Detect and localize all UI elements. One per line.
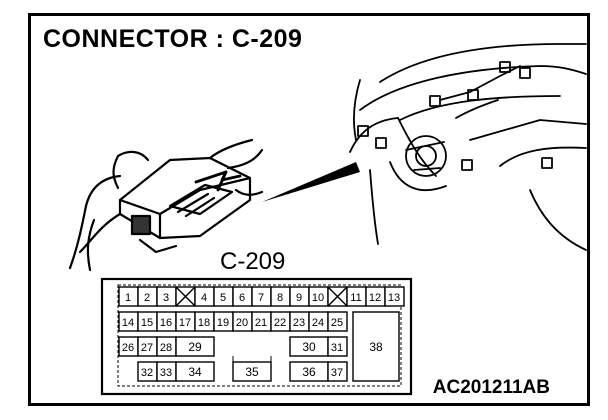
pin-label: 22: [274, 317, 286, 329]
pin-label: 20: [236, 317, 248, 329]
pin-label: 38: [369, 340, 383, 354]
pin-label: 17: [179, 317, 191, 329]
pin-label: 36: [302, 365, 316, 379]
pin-label: 19: [217, 317, 229, 329]
pin-label: 13: [388, 292, 400, 304]
pin-label: 28: [160, 342, 172, 354]
pin-label: 3: [163, 292, 169, 304]
figure-code: AC201211AB: [432, 377, 550, 398]
pin-label: 15: [141, 317, 153, 329]
pin-label: 6: [239, 292, 245, 304]
pin-label: 37: [331, 367, 343, 379]
connector-face: 1 2 3 4 5 6 7 8 9 10 11 12 13 14 15 16 1…: [100, 277, 413, 396]
vehicle-illustration: [349, 43, 587, 251]
pin-label: 29: [188, 340, 202, 354]
pin-label: 30: [302, 340, 316, 354]
pin-label: 21: [255, 317, 267, 329]
pin-label: 1: [125, 292, 131, 304]
pin-label: 24: [312, 317, 324, 329]
pin-label: 10: [312, 292, 324, 304]
pin-label: 7: [258, 292, 264, 304]
diagram-title: CONNECTOR : C-209: [43, 25, 303, 53]
pin-label: 32: [141, 367, 153, 379]
pin-label: 23: [293, 317, 305, 329]
pin-label: 31: [331, 342, 343, 354]
pin-label: 26: [122, 342, 134, 354]
pin-label: 5: [220, 292, 226, 304]
pin-label: 35: [245, 365, 259, 379]
pin-label: 33: [160, 367, 172, 379]
pin-label: 4: [201, 292, 207, 304]
pin-label: 25: [331, 317, 343, 329]
pin-label: 12: [369, 292, 381, 304]
pin-label: 9: [296, 292, 302, 304]
pointer-wedge: [262, 162, 360, 202]
pin-label: 18: [198, 317, 210, 329]
pin-label: 2: [144, 292, 150, 304]
pin-label: 11: [350, 292, 361, 304]
pin-label: 14: [122, 317, 134, 329]
pin-label: 16: [160, 317, 172, 329]
connector-illustration: [68, 138, 264, 272]
pin-label: 27: [141, 342, 153, 354]
pin-label: 34: [188, 365, 202, 379]
connector-label: C-209: [220, 248, 286, 275]
pin-label: 8: [277, 292, 283, 304]
